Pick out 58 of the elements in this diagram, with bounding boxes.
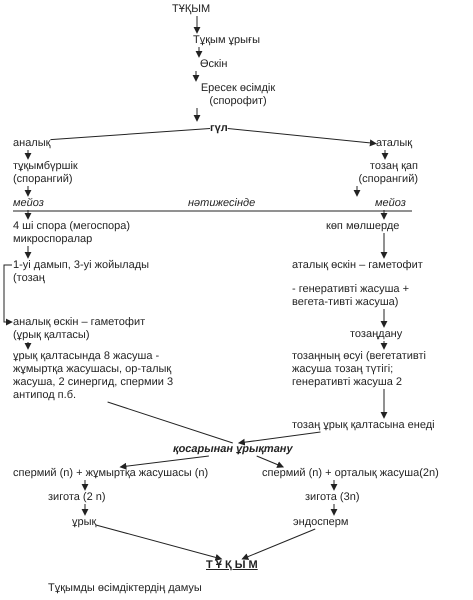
stage-label: 1-уі дамып, 3-уі жойылады (тозаң: [13, 259, 183, 285]
stage-label: аналық өскін – гаметофит (ұрық қалтасы): [13, 316, 153, 342]
arrow: [256, 456, 284, 468]
stage-label: ұрық: [72, 516, 96, 529]
stage-label: аталық: [376, 137, 412, 150]
stage-label: мейоз: [375, 197, 406, 210]
arrow: [330, 480, 338, 491]
arrow: [24, 342, 32, 350]
arrow: [238, 432, 322, 446]
stage-label: эндосперм: [293, 516, 348, 529]
stage-label: нәтижесінде: [188, 197, 256, 210]
arrow: [82, 480, 88, 491]
stage-label: зигота (3n): [305, 491, 360, 504]
arrow: [380, 308, 388, 328]
arrow: [96, 524, 222, 561]
arrow: [24, 210, 32, 220]
arrow: [24, 246, 32, 259]
arrow: [196, 46, 202, 58]
stage-label: Ересек өсімдік (спорофит): [188, 82, 288, 108]
stage-label: көп мөлшерде: [326, 220, 400, 233]
arrow: [119, 456, 210, 470]
stage-label: Өскін: [200, 58, 228, 71]
stage-label: тозаңдану: [350, 328, 402, 341]
stage-label: тозаң ұрық қалтасына енеді: [292, 419, 435, 432]
stage-label: гүл: [210, 122, 228, 135]
arrow: [227, 128, 377, 146]
arrow: [82, 504, 88, 516]
stage-label: қосарынан ұрықтану: [173, 443, 293, 456]
stage-label: тозаңның өсуі (вегетативті жасуша тозаң түтігі; генеративті жасуша 2: [292, 350, 442, 389]
arrow: [194, 108, 200, 122]
stage-label: Тұқым ұрығы: [193, 34, 260, 47]
arrow: [241, 528, 316, 560]
arrow: [380, 232, 388, 259]
stage-label: 4 ші спора (мегоспора) микроспоралар: [13, 220, 183, 246]
stage-label: зигота (2 n): [48, 491, 106, 504]
caption: Тұқымды өсімдіктердің дамуы: [48, 582, 202, 594]
arrow: [24, 186, 32, 197]
arrow: [4, 264, 13, 326]
stage-label: спермий (n) + орталық жасуша(2n): [262, 467, 439, 480]
stage-label: спермий (n) + жұмыртқа жасушасы (n): [13, 467, 208, 480]
stage-label: аталық өскін – гаметофит: [292, 259, 423, 272]
arrow: [380, 210, 388, 220]
stage-label: тұқымбүршік (спорангий): [13, 160, 103, 186]
stage-label: ұрық қалтасында 8 жасуша - жұмыртқа жасушасы, ор-талық жасуша, 2 синергид, спермии 3 антипод п.б.: [13, 350, 185, 402]
arrow: [330, 504, 338, 516]
arrow: [192, 70, 200, 82]
arrow: [382, 150, 388, 160]
stage-label: ТҰҚЫМ: [172, 3, 210, 16]
stage-label: мейоз: [13, 197, 44, 210]
arrow: [380, 340, 388, 350]
stage-label: Т Ұ Қ Ы М: [206, 559, 258, 572]
stage-label: аналық: [13, 137, 50, 150]
stage-label: тозаң қап (спорангий): [310, 160, 418, 186]
stage-label: - генеративті жасуша + вегета-тивті жасуша): [292, 283, 427, 309]
arrow: [194, 16, 200, 34]
arrow: [24, 150, 32, 160]
arrow: [380, 388, 388, 419]
arrow: [354, 186, 360, 197]
